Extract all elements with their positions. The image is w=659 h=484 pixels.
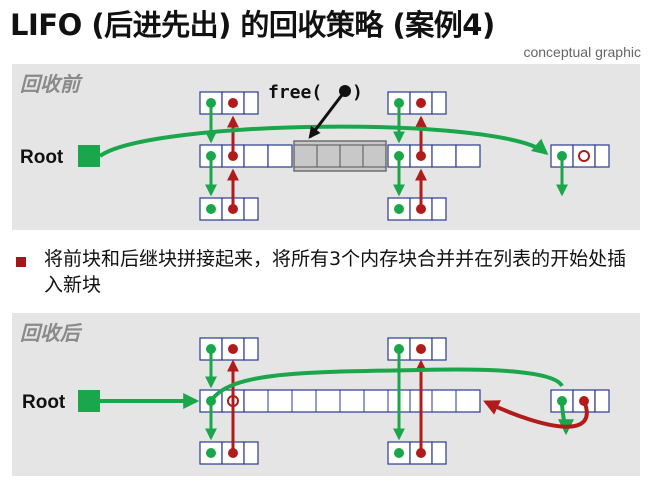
- after-top-left-block: [199, 337, 259, 361]
- before-bottom-left-block: [199, 197, 259, 221]
- before-root-arrow: [98, 124, 549, 158]
- after-prev-pointer: [483, 400, 589, 429]
- before-bottom-right-block: [387, 197, 447, 221]
- after-top-right-block: [387, 337, 447, 361]
- before-diagram: Root free( ): [20, 82, 610, 221]
- after-root-square: [78, 390, 100, 412]
- before-heap-row: [199, 144, 481, 168]
- after-root-label: Root: [22, 392, 66, 413]
- after-panel-label: 回收后: [20, 321, 80, 345]
- bullet-text: 将前块和后继块拼接起来，将所有3个内存块合并并在列表的开始处插入新块: [44, 248, 627, 296]
- before-root-square: [78, 145, 100, 167]
- bullet-marker: [16, 257, 26, 267]
- before-panel-label: 回收前: [20, 72, 80, 96]
- before-top-right-block: [387, 91, 447, 115]
- free-pointer-arrow: [308, 90, 347, 139]
- before-top-left-block: [199, 91, 259, 115]
- after-diagram: Root: [22, 337, 610, 465]
- freed-block: [293, 140, 387, 172]
- after-merged-block: [199, 389, 481, 413]
- after-bottom-left-block: [199, 441, 259, 465]
- subtitle: conceptual graphic: [523, 44, 641, 60]
- after-next-block: [550, 389, 610, 413]
- before-root-label: Root: [20, 147, 64, 168]
- before-list-head-block: [550, 144, 610, 168]
- free-call-label-end: ): [352, 82, 363, 103]
- after-next-pointer-top: [209, 367, 564, 403]
- footer-strip: [0, 477, 659, 484]
- after-next-pointer-down: [557, 400, 574, 436]
- free-call-label: free(: [268, 82, 322, 103]
- page-title: LIFO (后进先出) 的回收策略 (案例4): [10, 8, 495, 42]
- after-bottom-right-block: [387, 441, 447, 465]
